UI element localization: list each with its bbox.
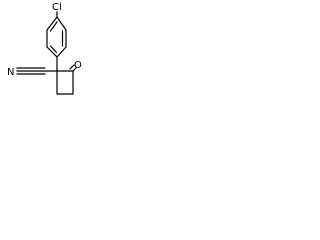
- benzene-ring: [46, 16, 67, 58]
- nitrile-nitrogen-label: N: [7, 67, 14, 78]
- carbonyl-oxygen-label: O: [74, 60, 82, 71]
- ring-bond-top-left: [46, 16, 58, 31]
- carbonyl-bond-1: [72, 67, 77, 72]
- ring-bond-bottom-right: [56, 46, 67, 58]
- ring-double-bond-inner-1: [49, 21, 58, 32]
- carbonyl-bond-2: [69, 64, 75, 70]
- molecule-structure-diagram: Cl N O: [7, 2, 82, 95]
- ring-double-bond-inner-3: [49, 45, 58, 54]
- ring-bond-bottom-left: [46, 46, 58, 58]
- nitrile-triple-bond: [16, 67, 58, 75]
- cyclobutanone-ring: [56, 70, 74, 95]
- ring-bond-top-right: [56, 16, 67, 31]
- chlorine-label: Cl: [52, 2, 62, 13]
